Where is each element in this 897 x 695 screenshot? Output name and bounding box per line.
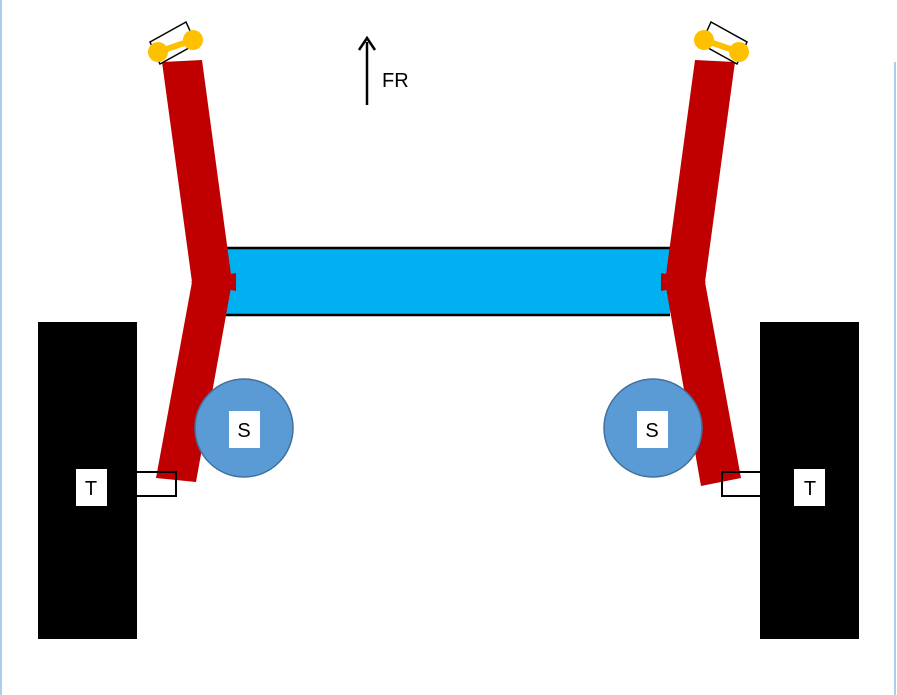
direction-indicator: FR (357, 35, 409, 105)
tire-label-box-right (794, 469, 825, 506)
hub-link-left (137, 471, 177, 497)
cross-beam (223, 246, 670, 317)
spring-label-box-left (229, 411, 260, 448)
trailing-arm-left (156, 60, 236, 482)
tire-label-box-left (76, 469, 107, 506)
spring-label-right: S (645, 420, 658, 442)
spring-label-box-right (637, 411, 668, 448)
spring-right: S (603, 378, 703, 478)
tire-right: T (721, 322, 859, 639)
arm-joint-left (190, 273, 236, 291)
arm-upper-right (665, 60, 735, 282)
spring-left: S (194, 378, 294, 478)
arm-lower-left (156, 282, 232, 482)
tire-label-left: T (85, 478, 97, 500)
pivot-bushing-right (694, 20, 749, 66)
direction-label: FR (382, 70, 409, 92)
spring-label-left: S (237, 420, 250, 442)
trailing-arm-right (661, 60, 741, 486)
arm-upper-left (162, 60, 232, 282)
tire-label-right: T (804, 478, 816, 500)
arrow-head (357, 35, 377, 51)
hub-link-right (721, 471, 760, 497)
arm-joint-right (661, 273, 707, 291)
pivot-bushing-left (148, 20, 203, 66)
tire-left: T (38, 322, 177, 639)
arm-lower-right (665, 282, 741, 486)
